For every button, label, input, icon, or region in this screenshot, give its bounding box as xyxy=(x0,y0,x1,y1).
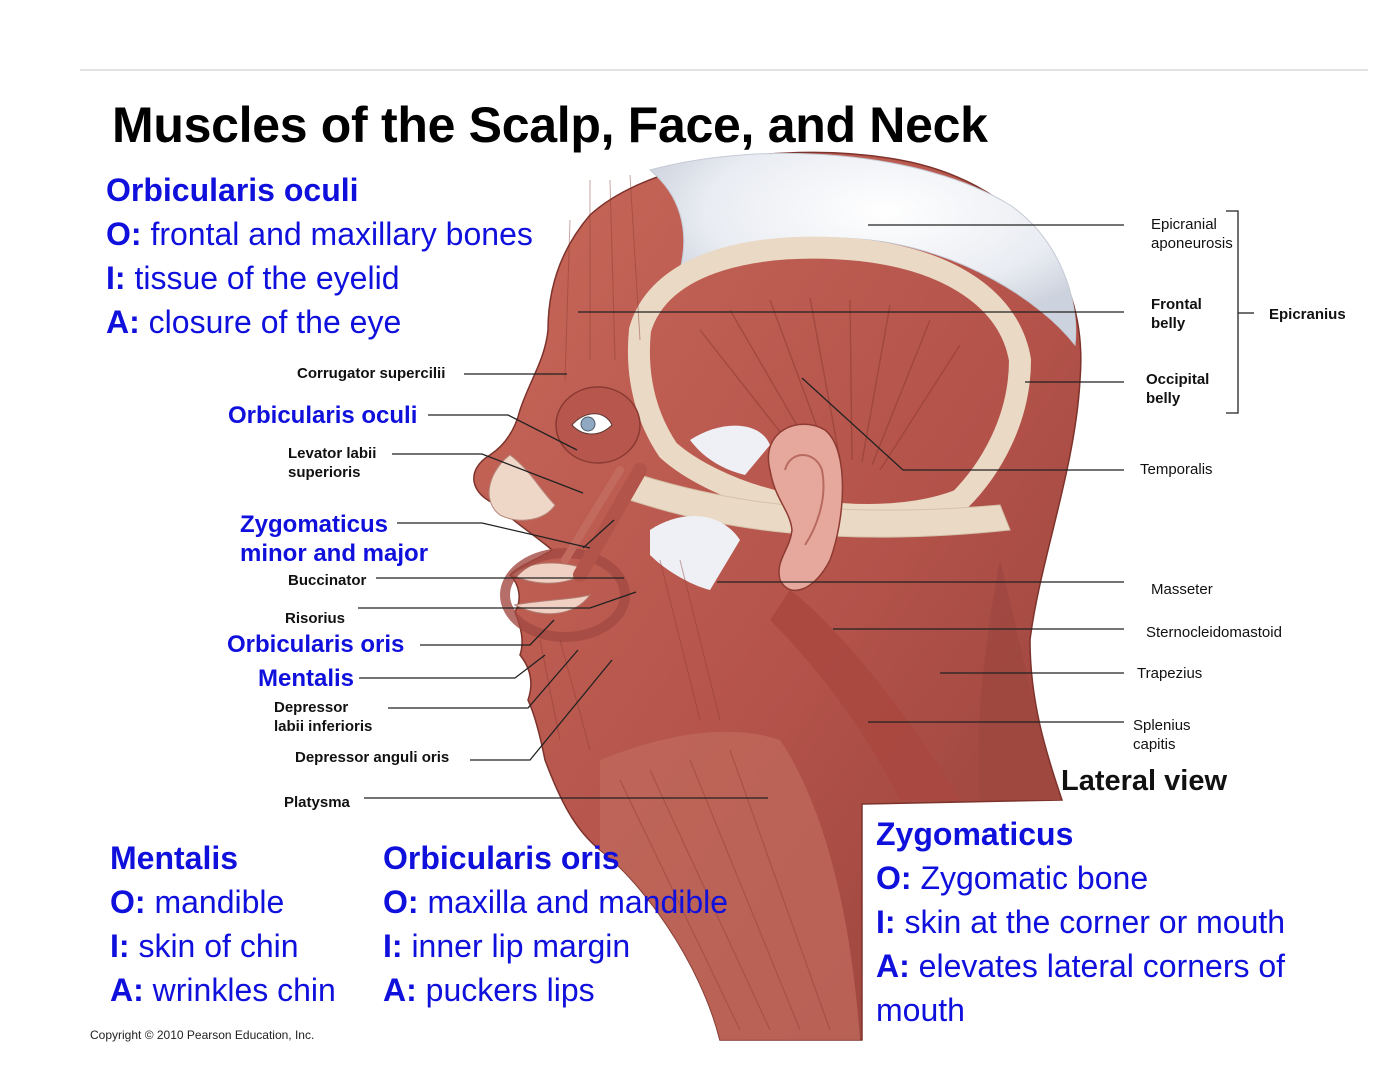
label-line-1: Occipital xyxy=(1146,370,1209,389)
label-frontal-belly: Frontal belly xyxy=(1151,295,1202,333)
label-line-2: belly xyxy=(1151,314,1202,333)
orbicularis-oculi-info: Orbicularis oculi O: frontal and maxilla… xyxy=(106,168,533,344)
action-key: A: xyxy=(106,304,140,340)
label-temporalis: Temporalis xyxy=(1140,460,1213,479)
label-zygomaticus: Zygomaticus minor and major xyxy=(240,510,428,568)
action-line: A: elevates lateral corners of xyxy=(876,944,1366,988)
action-key: A: xyxy=(876,948,910,984)
label-line-1: Frontal xyxy=(1151,295,1202,314)
label-platysma: Platysma xyxy=(284,793,350,812)
action-value: closure of the eye xyxy=(140,304,401,340)
label-line-2: belly xyxy=(1146,389,1209,408)
origin-value: frontal and maxillary bones xyxy=(142,216,533,252)
insertion-key: I: xyxy=(110,928,130,964)
insertion-value: skin of chin xyxy=(130,928,299,964)
action-value: wrinkles chin xyxy=(144,972,336,1008)
action-value: elevates lateral corners of xyxy=(910,948,1285,984)
origin-line: O: mandible xyxy=(110,880,336,924)
slide-title: Muscles of the Scalp, Face, and Neck xyxy=(112,96,988,154)
origin-line: O: frontal and maxillary bones xyxy=(106,212,533,256)
label-line-1: Levator labii xyxy=(288,444,376,463)
insertion-line: I: inner lip margin xyxy=(383,924,728,968)
mentalis-info: Mentalis O: mandible I: skin of chin A: … xyxy=(110,836,336,1012)
origin-value: Zygomatic bone xyxy=(912,860,1149,896)
label-trapezius: Trapezius xyxy=(1137,664,1202,683)
action-key: A: xyxy=(110,972,144,1008)
orbicularis-oris-info: Orbicularis oris O: maxilla and mandible… xyxy=(383,836,728,1012)
label-line-2: capitis xyxy=(1133,735,1191,754)
insertion-value: skin at the corner or mouth xyxy=(896,904,1286,940)
origin-key: O: xyxy=(876,860,912,896)
label-line-1: Zygomaticus xyxy=(240,510,428,539)
label-buccinator: Buccinator xyxy=(288,571,366,590)
insertion-key: I: xyxy=(106,260,126,296)
label-line-1: Splenius xyxy=(1133,716,1191,735)
label-orbicularis-oris: Orbicularis oris xyxy=(227,630,404,659)
box-heading: Zygomaticus xyxy=(876,812,1366,856)
label-corrugator-supercilii: Corrugator supercilii xyxy=(297,364,445,383)
origin-key: O: xyxy=(383,884,419,920)
label-orbicularis-oculi: Orbicularis oculi xyxy=(228,401,417,430)
action-key: A: xyxy=(383,972,417,1008)
origin-line: O: maxilla and mandible xyxy=(383,880,728,924)
label-levator-labii-superioris: Levator labii superioris xyxy=(288,444,376,482)
insertion-line: I: tissue of the eyelid xyxy=(106,256,533,300)
label-epicranial-aponeurosis: Epicranial aponeurosis xyxy=(1151,215,1233,253)
label-splenius-capitis: Splenius capitis xyxy=(1133,716,1191,754)
action-line: A: closure of the eye xyxy=(106,300,533,344)
label-depressor-labii-inferioris: Depressor labii inferioris xyxy=(274,698,372,736)
label-line-1: Epicranial xyxy=(1151,215,1233,234)
action-line: A: puckers lips xyxy=(383,968,728,1012)
label-occipital-belly: Occipital belly xyxy=(1146,370,1209,408)
action-line: A: wrinkles chin xyxy=(110,968,336,1012)
origin-line: O: Zygomatic bone xyxy=(876,856,1366,900)
insertion-key: I: xyxy=(876,904,896,940)
label-risorius: Risorius xyxy=(285,609,345,628)
box-heading: Orbicularis oculi xyxy=(106,168,533,212)
origin-value: mandible xyxy=(146,884,285,920)
label-sternocleidomastoid: Sternocleidomastoid xyxy=(1146,623,1282,642)
insertion-line: I: skin at the corner or mouth xyxy=(876,900,1366,944)
insertion-value: inner lip margin xyxy=(403,928,631,964)
label-line-2: labii inferioris xyxy=(274,717,372,736)
origin-key: O: xyxy=(110,884,146,920)
insertion-value: tissue of the eyelid xyxy=(126,260,400,296)
label-line-2: minor and major xyxy=(240,539,428,568)
label-line-2: aponeurosis xyxy=(1151,234,1233,253)
action-value: puckers lips xyxy=(417,972,595,1008)
label-masseter: Masseter xyxy=(1151,580,1213,599)
origin-value: maxilla and mandible xyxy=(419,884,729,920)
label-epicranius: Epicranius xyxy=(1269,305,1346,324)
box-heading: Mentalis xyxy=(110,836,336,880)
label-line-1: Depressor xyxy=(274,698,372,717)
insertion-key: I: xyxy=(383,928,403,964)
label-line-2: superioris xyxy=(288,463,376,482)
label-mentalis: Mentalis xyxy=(258,664,354,693)
insertion-line: I: skin of chin xyxy=(110,924,336,968)
label-depressor-anguli-oris: Depressor anguli oris xyxy=(295,748,449,767)
view-label: Lateral view xyxy=(1061,765,1227,798)
action-line-continued: mouth xyxy=(876,988,1366,1032)
origin-key: O: xyxy=(106,216,142,252)
copyright-notice: Copyright © 2010 Pearson Education, Inc. xyxy=(90,1028,314,1042)
zygomaticus-info: Zygomaticus O: Zygomatic bone I: skin at… xyxy=(866,806,1366,1046)
box-heading: Orbicularis oris xyxy=(383,836,728,880)
